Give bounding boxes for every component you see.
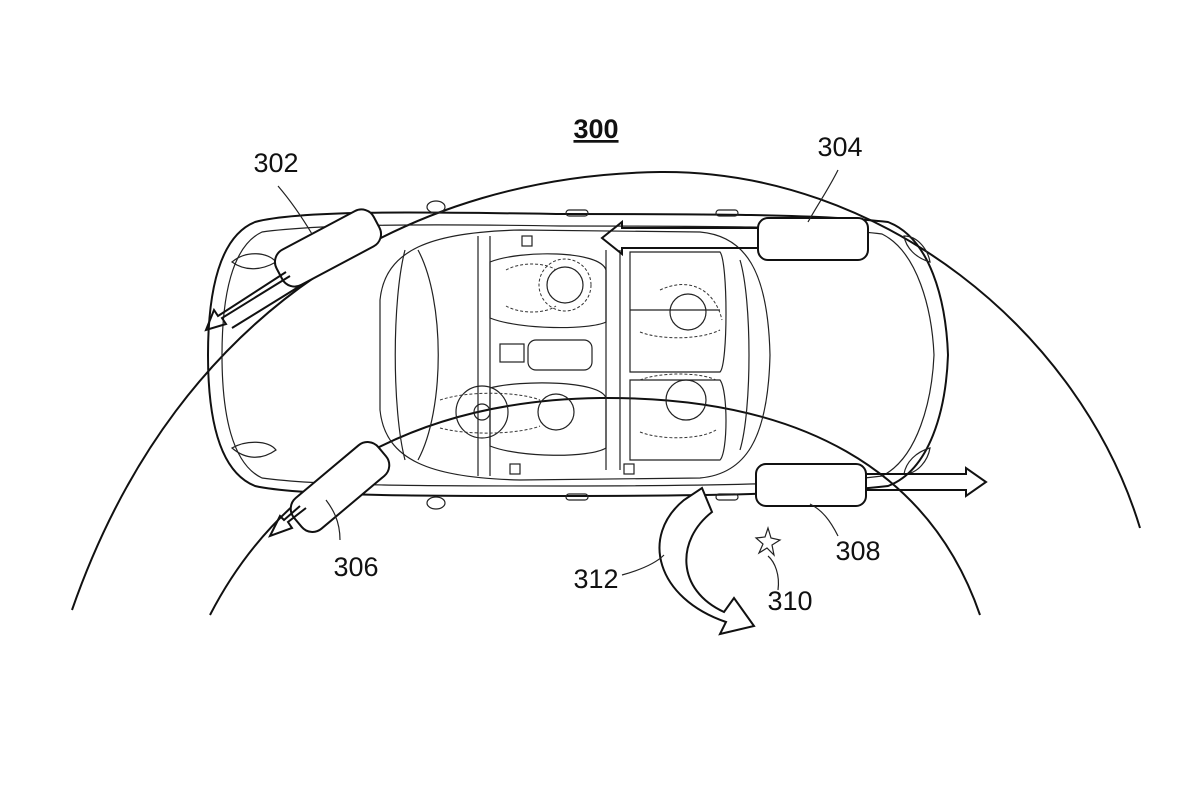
- label-302: 302: [253, 148, 298, 178]
- center-of-rotation-star: [754, 526, 782, 557]
- rotation-arrow: [658, 486, 756, 636]
- actuator-302: [204, 208, 383, 332]
- label-304: 304: [817, 132, 862, 162]
- actuator-308: [755, 463, 988, 507]
- label-312: 312: [573, 564, 618, 594]
- figure-title: 300: [573, 114, 618, 144]
- cabin-interior: [439, 235, 727, 475]
- label-308: 308: [835, 536, 880, 566]
- vehicle-body: [206, 200, 950, 510]
- leader-lines: [277, 169, 839, 591]
- label-310: 310: [767, 586, 812, 616]
- actuator-304: [600, 217, 869, 261]
- label-306: 306: [333, 552, 378, 582]
- outer-rotation-arc: [71, 170, 1141, 611]
- actuator-306: [267, 441, 391, 538]
